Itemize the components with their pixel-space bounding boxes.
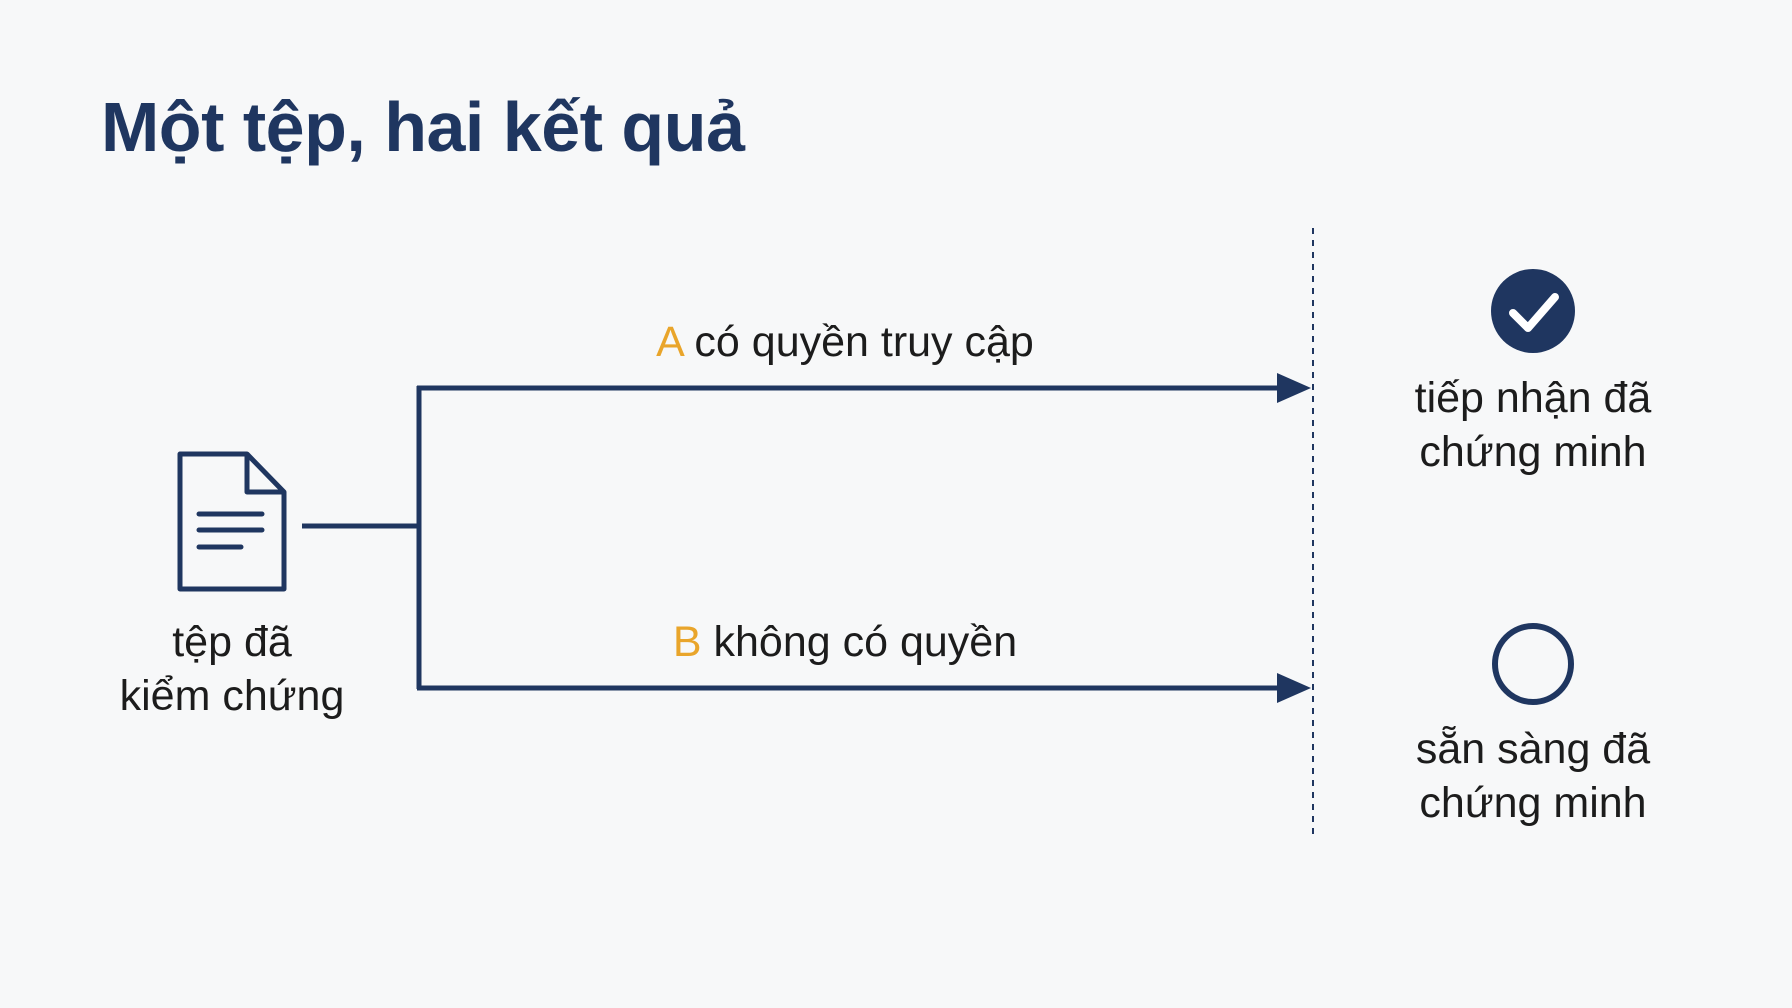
outcome-b-label: sẵn sàng đã chứng minh bbox=[1383, 723, 1683, 831]
document-icon bbox=[177, 451, 287, 592]
slide-title: Một tệp, hai kết quả bbox=[101, 88, 745, 166]
branch-b-label: B không có quyền bbox=[673, 618, 1017, 667]
branch-b-text: không có quyền bbox=[713, 618, 1018, 666]
branch-a-text: có quyền truy cập bbox=[694, 318, 1034, 366]
outcome-a-line1: tiếp nhận đã bbox=[1414, 374, 1652, 422]
connector-lines bbox=[302, 385, 1283, 691]
branch-a-letter: A bbox=[656, 318, 683, 366]
check-circle-filled-icon bbox=[1491, 269, 1575, 353]
outcome-a-line2: chứng minh bbox=[1419, 427, 1647, 476]
branch-a-arrowhead bbox=[1277, 373, 1311, 403]
outcome-b-line1: sẵn sàng đã bbox=[1415, 725, 1651, 773]
branch-a-label: A có quyền truy cập bbox=[656, 318, 1034, 367]
source-label: tệp đã kiểm chứng bbox=[108, 616, 356, 724]
branch-b-letter: B bbox=[672, 618, 702, 666]
source-label-line2: kiểm chứng bbox=[119, 671, 345, 720]
branch-b-arrowhead bbox=[1277, 673, 1311, 703]
source-label-line1: tệp đã bbox=[172, 618, 292, 666]
outcome-b-line2: chứng minh bbox=[1419, 778, 1647, 827]
circle-outline-icon bbox=[1492, 623, 1574, 705]
outcome-a-label: tiếp nhận đã chứng minh bbox=[1383, 372, 1683, 480]
